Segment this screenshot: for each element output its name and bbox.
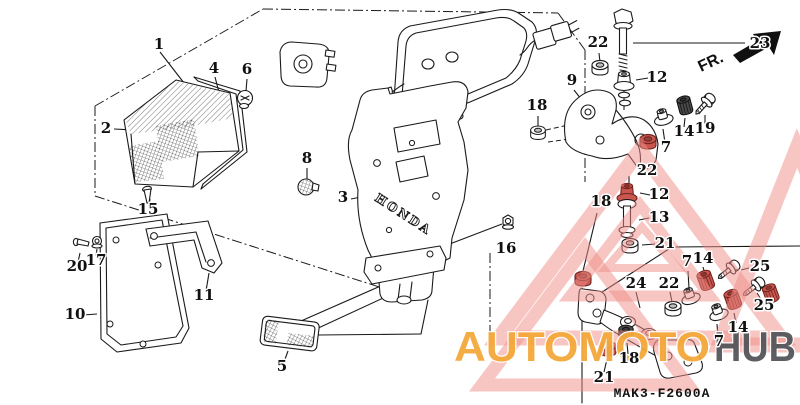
- part-label-7-18: 7: [661, 138, 671, 156]
- part-label-25-31: 25: [754, 296, 775, 314]
- part-label-13-24: 13: [649, 208, 670, 226]
- part-label-11-10: 11: [194, 286, 215, 304]
- fr-arrow-icon: [733, 31, 781, 63]
- part-label-10-9: 10: [65, 305, 86, 323]
- part-label-20-8: 20: [67, 257, 88, 275]
- part-label-9-13: 9: [567, 71, 577, 89]
- fender-screw-8: [297, 178, 320, 196]
- part-label-18-34: 18: [619, 349, 640, 367]
- phantom-lines: [94, 8, 586, 338]
- part-label-23-16: 23: [750, 34, 771, 52]
- diagram-code: MAK3-F2600A: [614, 386, 711, 401]
- part-label-1-0: 1: [154, 35, 164, 53]
- part-label-12-17: 12: [647, 68, 668, 86]
- part-label-16-12: 16: [496, 239, 517, 257]
- taillight-lens: [123, 79, 240, 188]
- screw-19: [690, 90, 719, 119]
- part-label-4-2: 4: [209, 59, 219, 77]
- fender-nut-16: [501, 214, 515, 230]
- part-label-12-23: 12: [649, 185, 670, 203]
- nut-18-upper: [530, 125, 546, 140]
- part-label-21-35: 21: [594, 368, 615, 386]
- part-label-25-30: 25: [750, 257, 771, 275]
- socket-cover: [279, 41, 337, 88]
- part-label-18-22: 18: [591, 192, 612, 210]
- part-label-14-19: 14: [674, 122, 695, 140]
- part-label-24-26: 24: [626, 274, 647, 292]
- lens-gasket: [193, 76, 248, 190]
- rear-fender: HONDA: [347, 81, 469, 305]
- flap-bracket: [145, 220, 223, 274]
- nut-22-upper: [591, 59, 609, 76]
- fr-label: FR.: [696, 49, 727, 75]
- nut-22-lower: [664, 300, 682, 317]
- part-label-19-20: 19: [695, 119, 716, 137]
- part-label-14-33: 14: [728, 318, 749, 336]
- watermark-word-secondary: HUB: [714, 323, 796, 370]
- part-label-17-7: 17: [86, 251, 107, 269]
- wiring-connector: [519, 20, 580, 56]
- watermark-text: AUTOMOTO HUB: [453, 322, 798, 372]
- part-label-5-11: 5: [277, 357, 287, 375]
- part-label-21-25: 21: [655, 234, 676, 252]
- part-label-3-5: 3: [338, 188, 348, 206]
- part-label-8-4: 8: [302, 149, 312, 167]
- collar-12-upper: [613, 70, 635, 92]
- clip-nut-17: [91, 235, 103, 249]
- part-label-15-6: 15: [138, 200, 159, 218]
- part-label-22-15: 22: [588, 33, 609, 51]
- mud-flap: [99, 213, 190, 353]
- washers-under-12: [617, 91, 632, 107]
- bolt-23: [613, 8, 634, 72]
- watermark-logo: [468, 128, 800, 392]
- reflector: [259, 315, 320, 352]
- watermark-word-primary: AUTOMOTO: [454, 323, 710, 370]
- part-label-22-27: 22: [659, 274, 680, 292]
- bulb: [236, 89, 254, 110]
- part-label-22-21: 22: [637, 161, 658, 179]
- part-label-7-32: 7: [714, 332, 724, 350]
- grommet-14-upper: [675, 94, 695, 117]
- part-label-6-3: 6: [242, 60, 252, 78]
- screw-20: [72, 237, 90, 247]
- part-label-18-14: 18: [527, 96, 548, 114]
- part-label-14-29: 14: [693, 249, 714, 267]
- part-label-2-1: 2: [101, 119, 111, 137]
- flap-screw-15: [142, 185, 152, 204]
- grommet-7-upper: [651, 106, 675, 128]
- part-label-7-28: 7: [682, 252, 692, 270]
